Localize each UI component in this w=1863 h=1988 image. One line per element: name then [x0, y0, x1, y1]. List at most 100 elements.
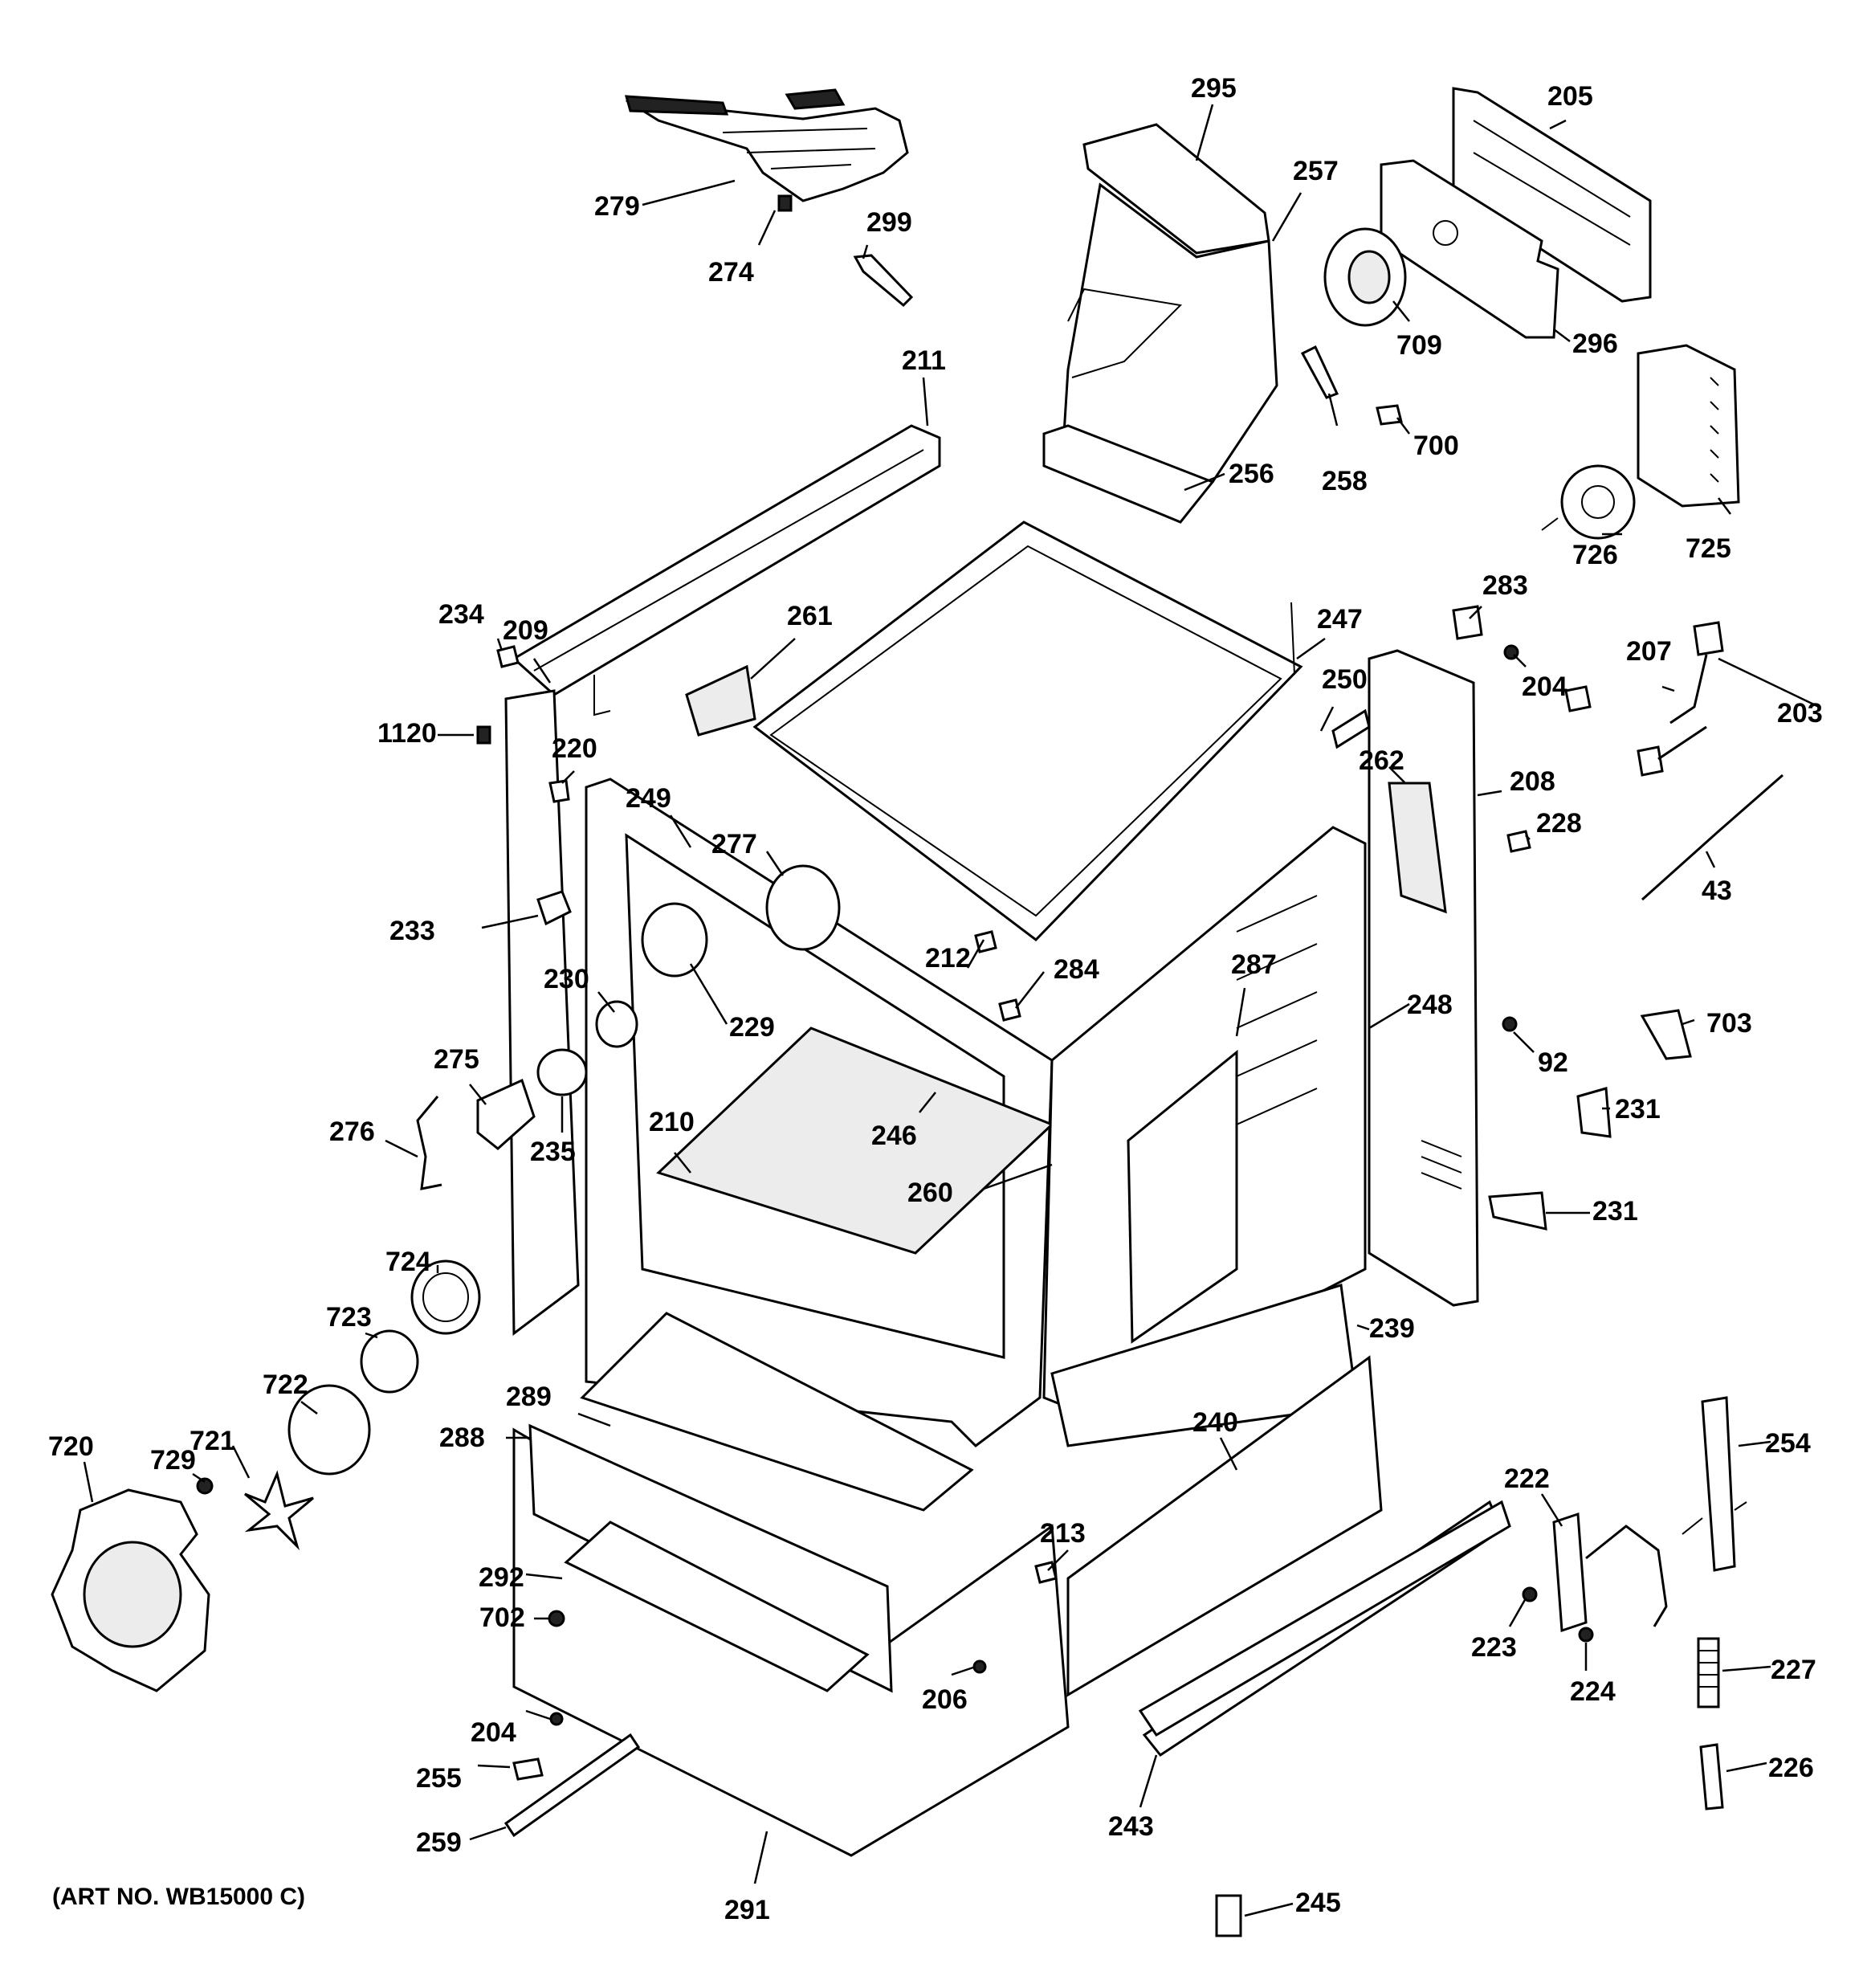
label-235: 235 — [530, 1137, 576, 1167]
label-292: 292 — [479, 1562, 524, 1593]
label-277: 277 — [711, 829, 757, 859]
label-207: 207 — [1626, 636, 1672, 667]
label-208: 208 — [1510, 766, 1555, 797]
part-700-clip-drawing — [1376, 404, 1403, 426]
part-wiring-drawing — [1564, 621, 1784, 901]
label-234: 234 — [438, 599, 484, 630]
part-lower-left-hardware-drawing — [503, 1610, 987, 1838]
label-222: 222 — [1504, 1463, 1550, 1494]
part-703-bracket-drawing — [1640, 1009, 1692, 1060]
part-small-hardware-right-drawing — [1502, 644, 1531, 1032]
label-210: 210 — [649, 1107, 695, 1137]
leader-lines — [83, 104, 1820, 1917]
part-light-assembly-drawing — [476, 902, 708, 1150]
label-223: 223 — [1471, 1632, 1517, 1663]
part-725-box-drawing — [1637, 344, 1740, 508]
art-number-caption: (ART NO. WB15000 C) — [52, 1884, 305, 1910]
label-279: 279 — [594, 191, 640, 222]
label-212: 212 — [925, 943, 971, 974]
part-222-hinge-drawing — [1522, 1512, 1668, 1643]
part-258-clip-drawing — [1300, 345, 1339, 399]
label-722: 722 — [263, 1370, 308, 1400]
part-254-hinge-drawing — [1682, 1396, 1747, 1572]
label-203: 203 — [1777, 698, 1823, 729]
label-289: 289 — [506, 1382, 552, 1412]
label-247: 247 — [1317, 604, 1363, 635]
part-261-insulation-drawing — [685, 664, 756, 737]
label-274: 274 — [708, 257, 754, 288]
part-lower-panels-drawing — [528, 1284, 1511, 1757]
label-230: 230 — [544, 964, 589, 994]
label-288: 288 — [439, 1423, 485, 1453]
label-703: 703 — [1706, 1008, 1752, 1039]
label-92: 92 — [1538, 1047, 1568, 1078]
label-702: 702 — [479, 1602, 525, 1633]
label-231b: 231 — [1592, 1196, 1638, 1227]
part-299-link-drawing — [853, 254, 914, 308]
part-247-rod-drawing — [1290, 602, 1295, 676]
label-239: 239 — [1369, 1313, 1415, 1344]
part-262-insulation-drawing — [1388, 782, 1447, 914]
label-245: 245 — [1295, 1888, 1341, 1918]
label-724: 724 — [385, 1247, 431, 1277]
label-250: 250 — [1322, 664, 1368, 695]
label-259: 259 — [416, 1827, 462, 1858]
label-43: 43 — [1702, 876, 1732, 906]
label-233: 233 — [389, 916, 435, 946]
label-283: 283 — [1482, 570, 1528, 601]
label-295: 295 — [1191, 73, 1237, 104]
part-726-motor-drawing — [1541, 464, 1636, 540]
label-723: 723 — [326, 1302, 372, 1333]
label-721: 721 — [190, 1426, 235, 1456]
label-204: 204 — [1522, 672, 1567, 702]
label-262: 262 — [1359, 745, 1404, 776]
part-small-clips-drawing — [476, 645, 570, 803]
label-709: 709 — [1396, 330, 1442, 361]
label-260: 260 — [907, 1178, 953, 1208]
label-227: 227 — [1771, 1655, 1816, 1685]
label-204b: 204 — [471, 1717, 516, 1748]
label-276: 276 — [329, 1116, 375, 1147]
label-246: 246 — [871, 1121, 917, 1151]
label-296: 296 — [1572, 329, 1618, 359]
label-700: 700 — [1413, 431, 1459, 461]
label-256: 256 — [1229, 459, 1274, 489]
label-1120: 1120 — [377, 718, 437, 749]
label-228: 228 — [1536, 808, 1582, 839]
label-291: 291 — [724, 1895, 770, 1925]
part-fan-components-drawing — [51, 1259, 481, 1692]
label-240: 240 — [1192, 1407, 1238, 1438]
label-220: 220 — [552, 733, 597, 764]
label-725: 725 — [1686, 533, 1731, 564]
part-709-gasket-drawing — [1323, 227, 1407, 327]
label-229: 229 — [729, 1012, 775, 1043]
label-211: 211 — [902, 345, 946, 376]
label-284: 284 — [1054, 954, 1099, 985]
part-233-socket-drawing — [536, 890, 572, 926]
label-224: 224 — [1570, 1676, 1616, 1707]
label-729: 729 — [150, 1445, 196, 1476]
label-287: 287 — [1231, 949, 1277, 980]
label-249: 249 — [626, 783, 671, 814]
label-231a: 231 — [1615, 1094, 1661, 1125]
part-250-bracket-drawing — [1331, 708, 1371, 749]
label-254: 254 — [1765, 1428, 1811, 1459]
part-211-top-rail-drawing — [512, 424, 941, 716]
label-226: 226 — [1768, 1753, 1814, 1783]
label-257: 257 — [1293, 156, 1339, 186]
part-276-wire-clip-drawing — [416, 1096, 442, 1190]
part-labels: 279 274 299 295 257 205 709 296 211 258 … — [48, 73, 1823, 1925]
label-255: 255 — [416, 1763, 462, 1794]
part-296-plate-drawing — [1380, 159, 1559, 339]
label-720: 720 — [48, 1431, 94, 1462]
label-299: 299 — [866, 207, 912, 238]
part-227-spring-drawing — [1697, 1637, 1720, 1708]
label-205: 205 — [1547, 81, 1593, 112]
label-206: 206 — [922, 1684, 968, 1715]
label-209: 209 — [503, 615, 548, 646]
label-275: 275 — [434, 1044, 479, 1075]
label-726: 726 — [1572, 540, 1618, 570]
label-213: 213 — [1040, 1518, 1086, 1549]
label-258: 258 — [1322, 466, 1368, 496]
